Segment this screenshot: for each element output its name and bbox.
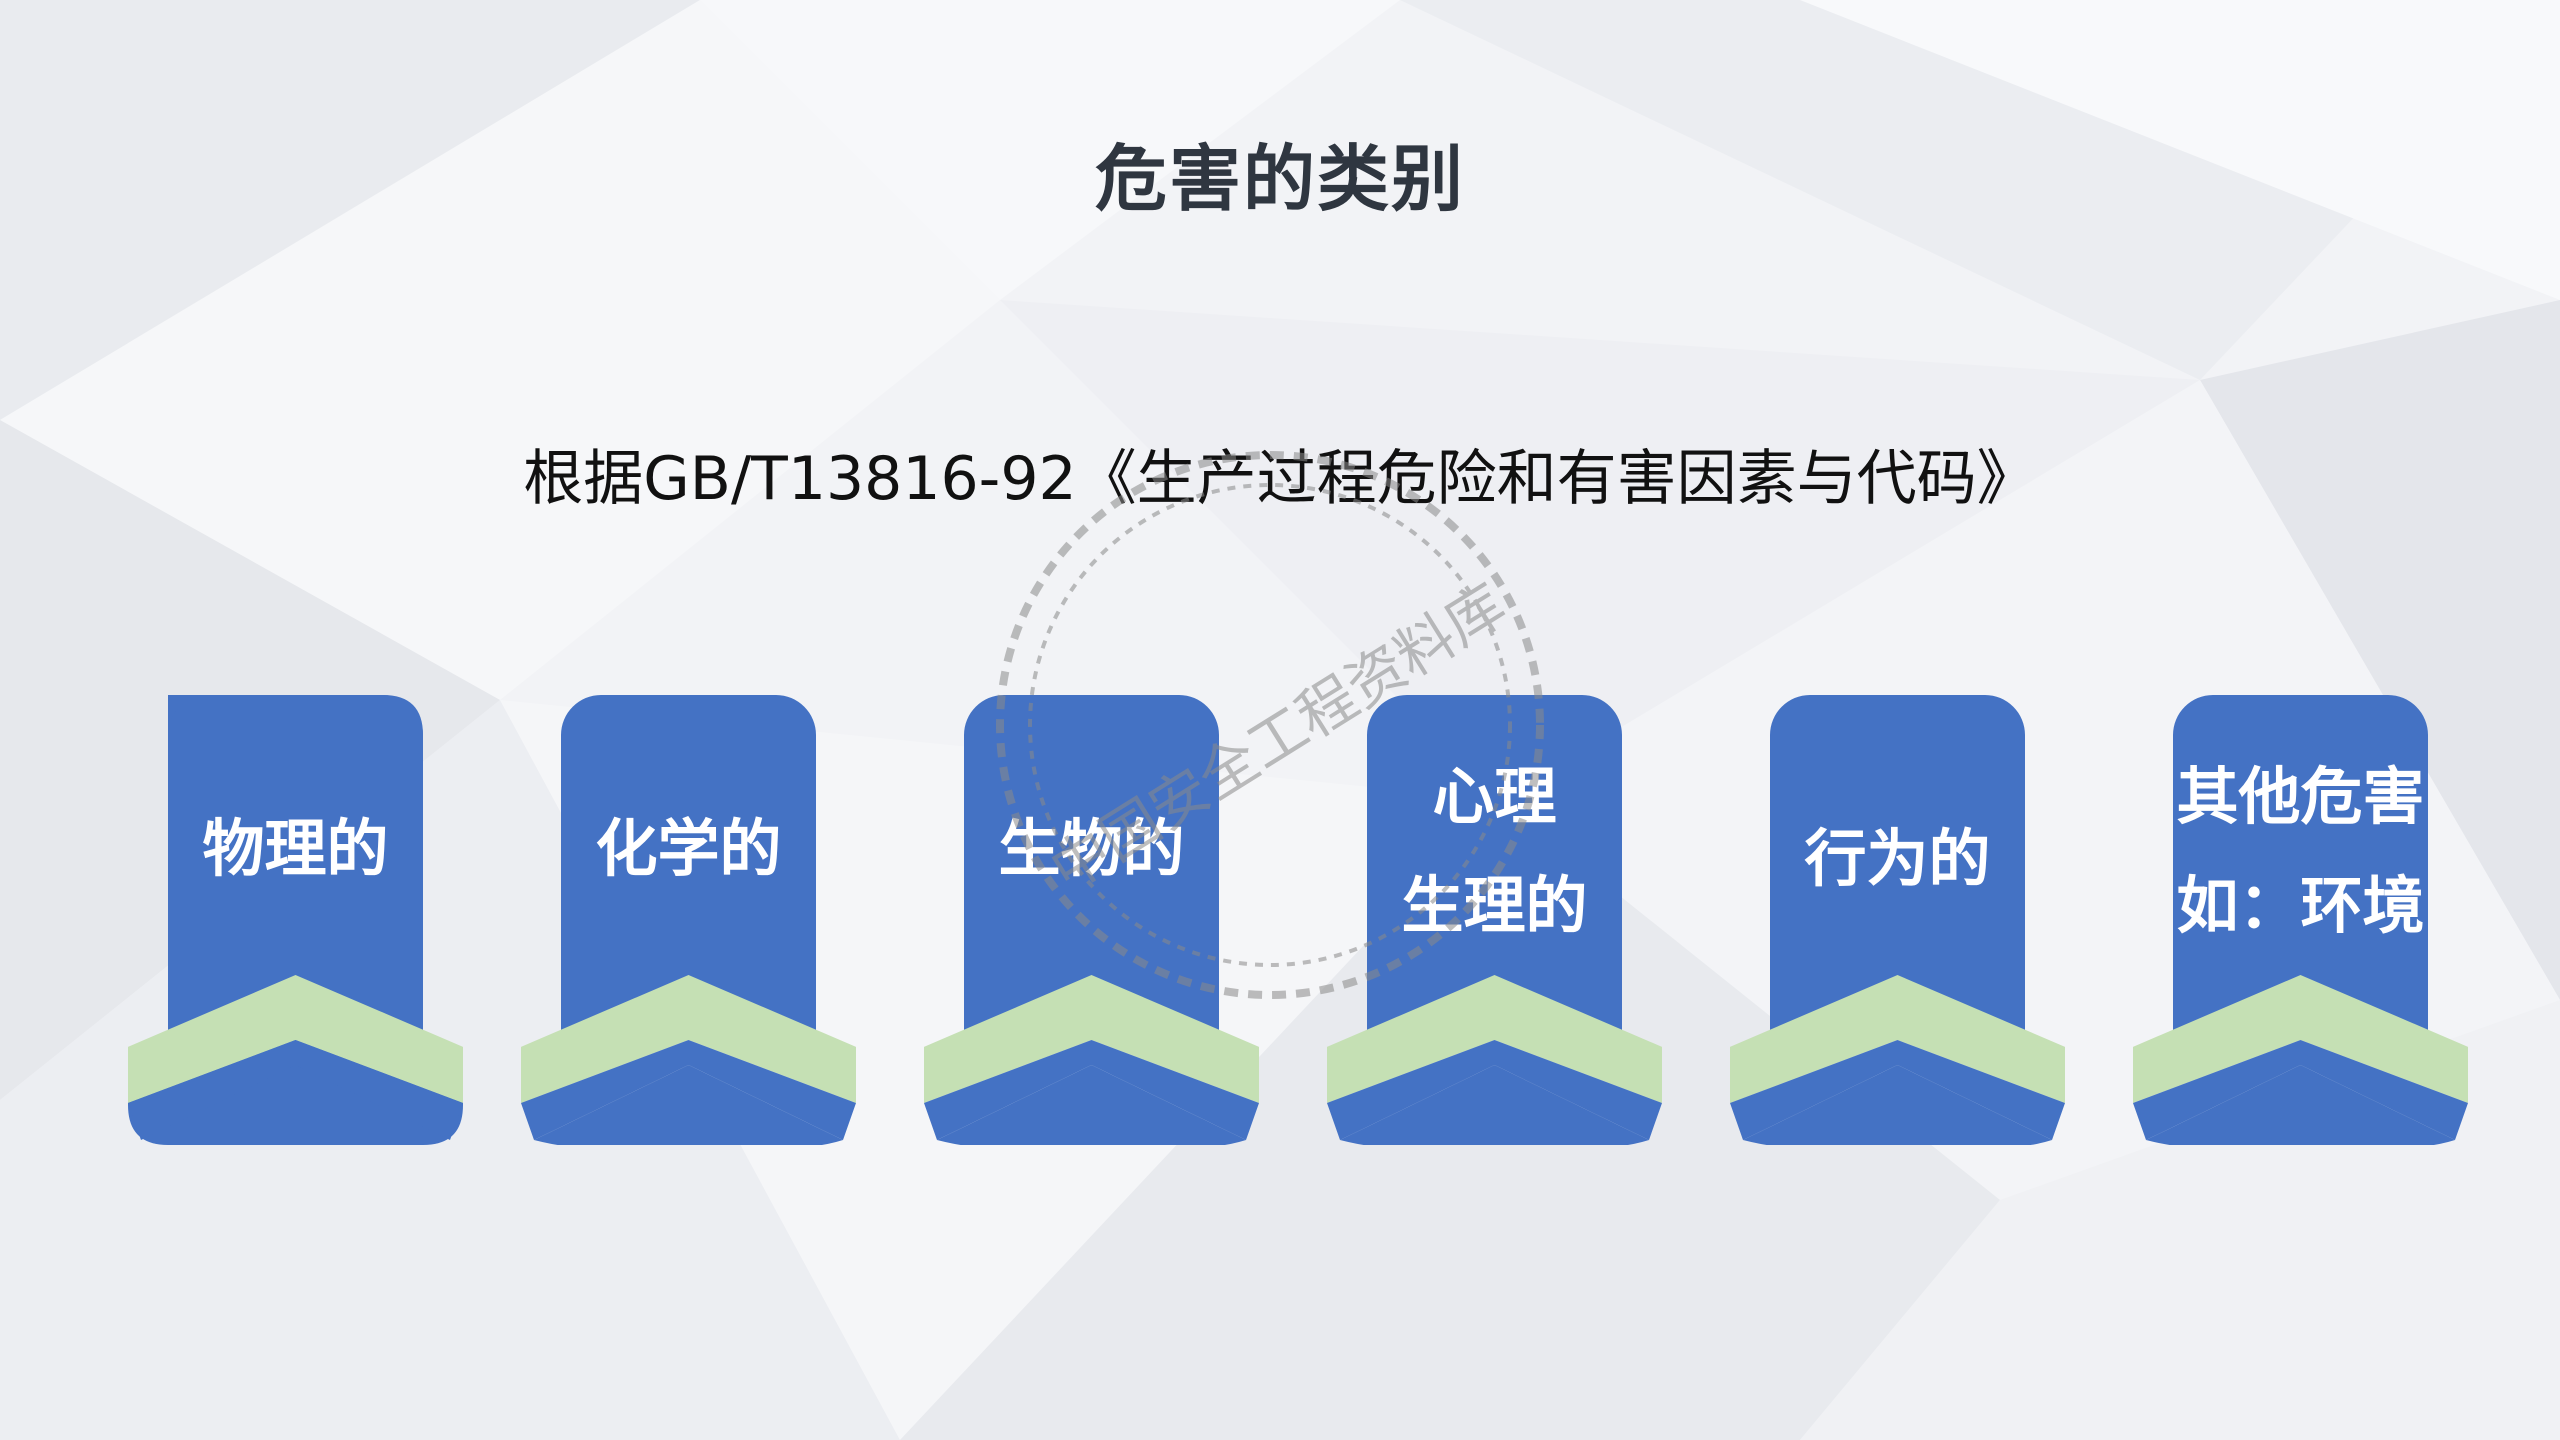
- category-banner-chemical: 化学的: [521, 695, 856, 1145]
- banner-label-line: 心理: [1432, 760, 1557, 833]
- banner-label-line: 如：环境: [2176, 868, 2425, 942]
- banner-label: 其他危害 如：环境: [2133, 743, 2468, 960]
- banner-shape: [128, 695, 463, 1145]
- category-banner-other: 其他危害 如：环境: [2133, 695, 2468, 1145]
- banner-label-line: 生理的: [1401, 868, 1588, 942]
- banner-shape: [924, 695, 1259, 1145]
- banner-label: 化学的: [595, 812, 782, 885]
- category-banner-behavioral: 行为的: [1730, 695, 2065, 1145]
- banner-label: 生物的: [998, 812, 1185, 885]
- category-banner-psychophysiological: 心理 生理的: [1327, 695, 1662, 1145]
- slide-subtitle: 根据GB/T13816-92《生产过程危险和有害因素与代码》: [523, 444, 2037, 514]
- banner-label: 行为的: [1804, 822, 1991, 895]
- banner-label: 心理 生理的: [1327, 743, 1662, 960]
- banner-label: 物理的: [202, 812, 389, 885]
- banner-shape: [2133, 695, 2468, 1145]
- slide-title: 危害的类别: [1094, 137, 1465, 221]
- banner-shape: [1730, 695, 2065, 1145]
- category-banner-physical: 物理的: [128, 695, 463, 1145]
- category-banner-biological: 生物的: [924, 695, 1259, 1145]
- banner-shape: [521, 695, 856, 1145]
- banner-label-line: 其他危害: [2176, 760, 2425, 833]
